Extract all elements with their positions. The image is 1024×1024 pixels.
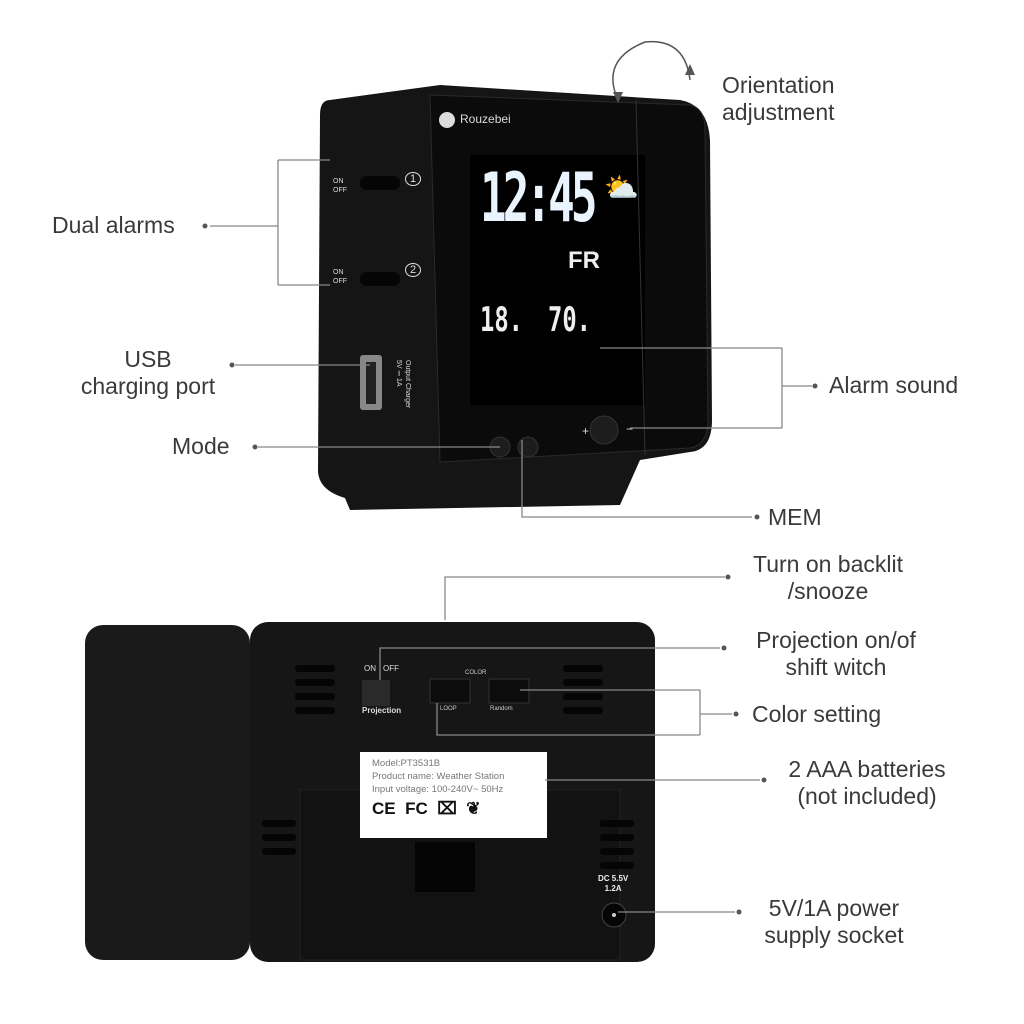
time-display: 12:45 [480,159,597,238]
projection-off-label: OFF [383,664,399,673]
day-display: FR [568,247,600,274]
callout-dual-alarms: Dual alarms [52,212,175,238]
alarm-sound-knob [589,415,619,445]
weather-cloud-sun-icon: ⛅ [604,172,639,203]
indoor-temp: 18. [480,300,523,340]
callout-mode: Mode [172,433,230,459]
alarm-clock-front [318,85,712,510]
minus-label: − [626,422,634,436]
callout-mem: MEM [768,504,822,530]
color-label: COLOR [465,670,487,676]
random-button-label[interactable]: Random [490,706,513,712]
projection-on-label: ON [364,664,376,673]
mem-button [517,436,539,458]
fcc-mark: FC [405,799,428,818]
rotate-arrow-icon [612,40,691,101]
plus-label: + [582,424,590,438]
brand-logo-icon [439,112,455,128]
alarm1-icon: 1 [405,172,421,186]
callout-batteries: 2 AAA batteries(not included) [788,756,946,809]
outdoor-temp: 70. [548,300,591,340]
leader-lines [210,159,812,913]
loop-button-label[interactable]: LOOP [440,706,457,712]
rohs-leaf-icon: ❦ [466,799,481,818]
callout-color-setting: Color setting [752,701,882,727]
ce-mark: CE [372,799,396,818]
weee-bin-icon: ⌧ [437,799,457,818]
callout-backlit: Turn on backlit/snooze [753,551,903,604]
projection-switch-label[interactable]: Projection [362,706,402,715]
alarm-clock-back [85,622,655,962]
alarm2-icon: 2 [405,263,421,277]
callout-alarm-sound: Alarm sound [829,372,959,398]
brand-name: Rouzebei [460,112,511,126]
product-label [360,752,547,838]
lcd-screen [470,155,645,405]
